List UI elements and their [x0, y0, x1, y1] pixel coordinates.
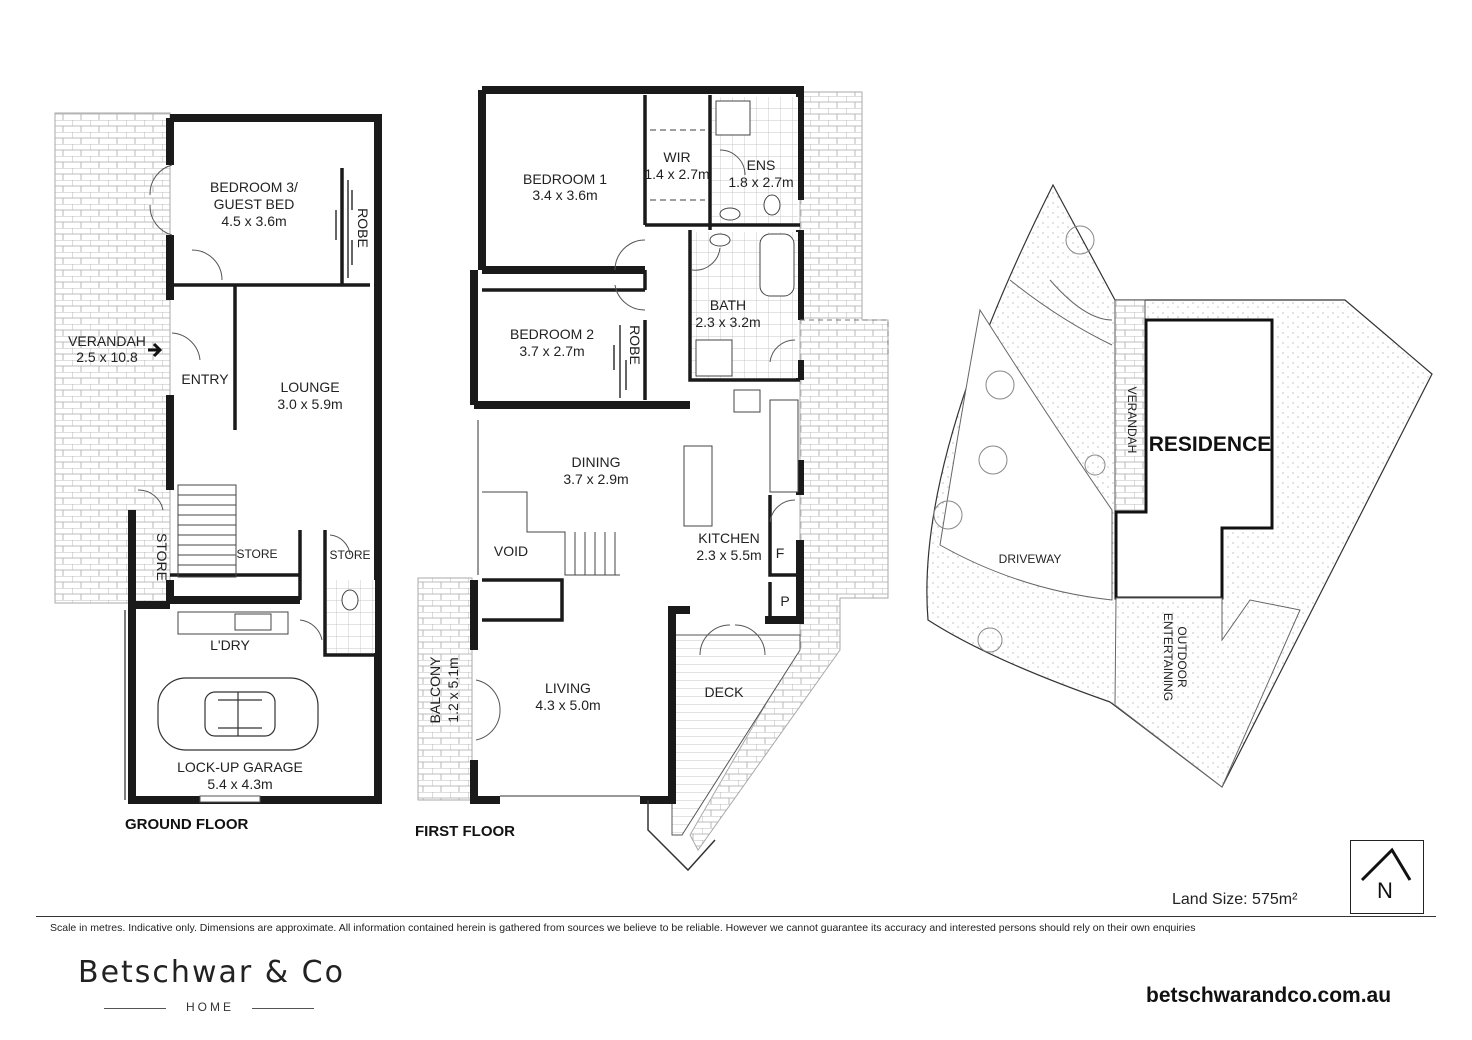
first-door-swings — [475, 149, 796, 741]
brand-line-right — [252, 1008, 314, 1009]
verandah-name: VERANDAH — [68, 333, 146, 349]
shower — [715, 100, 751, 136]
void-label: VOID — [494, 543, 528, 559]
car-outline — [157, 677, 319, 751]
garage-window — [199, 795, 261, 803]
lounge-name: LOUNGE — [280, 379, 339, 395]
driveway-area — [939, 308, 1113, 601]
store-label-left: STORE — [154, 533, 170, 581]
bath-size: 2.3 x 3.2m — [695, 314, 760, 330]
entertaining-label: ENTERTAINING — [1161, 613, 1175, 701]
driveway-label: DRIVEWAY — [999, 552, 1062, 566]
brand-logo: Betschwar & Co — [78, 955, 345, 990]
robe-doors-ground — [335, 180, 353, 278]
robe-label-first: ROBE — [627, 325, 643, 365]
website-link[interactable]: betschwarandco.com.au — [1146, 984, 1392, 1007]
north-box — [1350, 840, 1424, 914]
wir-name: WIR — [663, 149, 690, 165]
brand-line-left — [104, 1008, 166, 1009]
bedroom1-size: 3.4 x 3.6m — [532, 187, 597, 203]
verandah-paving — [54, 112, 171, 604]
dining-size: 3.7 x 2.9m — [563, 471, 628, 487]
ground-interior-walls — [170, 168, 375, 657]
bedroom3-name-2: GUEST BED — [214, 196, 295, 212]
kitchen-bench — [769, 399, 799, 493]
wc-toilet — [341, 589, 359, 611]
ens-name: ENS — [747, 157, 776, 173]
first-floor-walls — [470, 86, 804, 804]
ground-floor-plan: BEDROOM 3/ GUEST BED 4.5 x 3.6m ROBE VER… — [54, 112, 382, 833]
brand-sub: HOME — [186, 1000, 234, 1014]
disclaimer: Scale in metres. Indicative only. Dimens… — [50, 922, 1196, 934]
store-label-right: STORE — [329, 548, 370, 562]
outdoor-paving — [1114, 597, 1301, 788]
laundry-sink — [234, 613, 272, 631]
laundry-label: L'DRY — [210, 637, 250, 653]
bedroom2-name: BEDROOM 2 — [510, 326, 594, 342]
entry-arrow — [148, 342, 163, 358]
robe-doors-first — [613, 325, 627, 398]
first-floor-title: FIRST FLOOR — [415, 823, 515, 840]
deck-label: DECK — [705, 684, 745, 700]
divider — [36, 916, 1436, 917]
laundry-bench — [177, 611, 289, 635]
ground-door-swings — [137, 164, 351, 641]
deck-boards — [671, 634, 801, 836]
dashed-outline — [800, 319, 889, 355]
site-trees — [933, 225, 1106, 653]
kitchen-name: KITCHEN — [698, 530, 759, 546]
robe-label-ground: ROBE — [355, 208, 371, 248]
entry-porch — [647, 800, 716, 872]
kitchen-island — [683, 445, 713, 527]
balcony-paving — [417, 577, 473, 801]
entry-label: ENTRY — [181, 371, 229, 387]
outdoor-label: OUTDOOR — [1175, 626, 1189, 688]
first-floor-plan: BEDROOM 1 3.4 x 3.6m WIR 1.4 x 2.7m ENS … — [415, 86, 889, 872]
pantry-label: P — [780, 593, 789, 609]
bath-name: BATH — [710, 297, 746, 313]
floor-plan-drawing: BEDROOM 3/ GUEST BED 4.5 x 3.6m ROBE VER… — [54, 86, 1433, 903]
bedroom3-size: 4.5 x 3.6m — [221, 213, 286, 229]
site-verandah-label: VERANDAH — [1125, 387, 1139, 454]
garage-name: LOCK-UP GARAGE — [177, 759, 303, 775]
site-plan: RESIDENCE VERANDAH DRIVEWAY OUTDOOR ENTE… — [926, 183, 1433, 788]
living-name: LIVING — [545, 680, 591, 696]
balcony-size: 1.2 x 5.1m — [445, 657, 461, 722]
wir-rail — [650, 129, 705, 201]
bedroom1-name: BEDROOM 1 — [523, 171, 607, 187]
lounge-size: 3.0 x 5.9m — [277, 396, 342, 412]
balcony-name: BALCONY — [427, 656, 443, 724]
site-verandah-paving — [1114, 299, 1146, 513]
ground-stair — [177, 484, 237, 578]
bath-basin — [709, 233, 731, 247]
ensuite-toilet — [763, 194, 781, 216]
ens-size: 1.8 x 2.7m — [728, 174, 793, 190]
kitchen-size: 2.3 x 5.5m — [696, 547, 761, 563]
bedroom3-name: BEDROOM 3/ — [210, 179, 298, 195]
bath-shower — [695, 339, 733, 377]
fridge-label: F — [776, 545, 785, 561]
residence-label: RESIDENCE — [1149, 433, 1272, 456]
wir-size: 1.4 x 2.7m — [644, 166, 709, 182]
north-letter: N — [1377, 878, 1393, 903]
land-size: Land Size: 575m² — [1172, 891, 1298, 908]
ground-floor-walls — [128, 114, 382, 804]
driveway-curve — [1009, 279, 1113, 346]
verandah-size: 2.5 x 10.8 — [76, 349, 138, 365]
ground-floor-title: GROUND FLOOR — [125, 816, 248, 833]
garage-size: 5.4 x 4.3m — [207, 776, 272, 792]
north-arrow: N — [1360, 847, 1412, 903]
side-paving — [689, 91, 889, 851]
first-interior-walls — [482, 95, 800, 622]
store-label-stair: STORE — [236, 547, 277, 561]
north-arrow-icon — [1360, 847, 1412, 882]
void-stair — [482, 491, 620, 576]
bathtub — [759, 233, 795, 297]
dining-name: DINING — [572, 454, 621, 470]
living-size: 4.3 x 5.0m — [535, 697, 600, 713]
bedroom2-size: 3.7 x 2.7m — [519, 343, 584, 359]
ensuite-basin — [719, 207, 741, 221]
cooktop — [733, 389, 761, 413]
